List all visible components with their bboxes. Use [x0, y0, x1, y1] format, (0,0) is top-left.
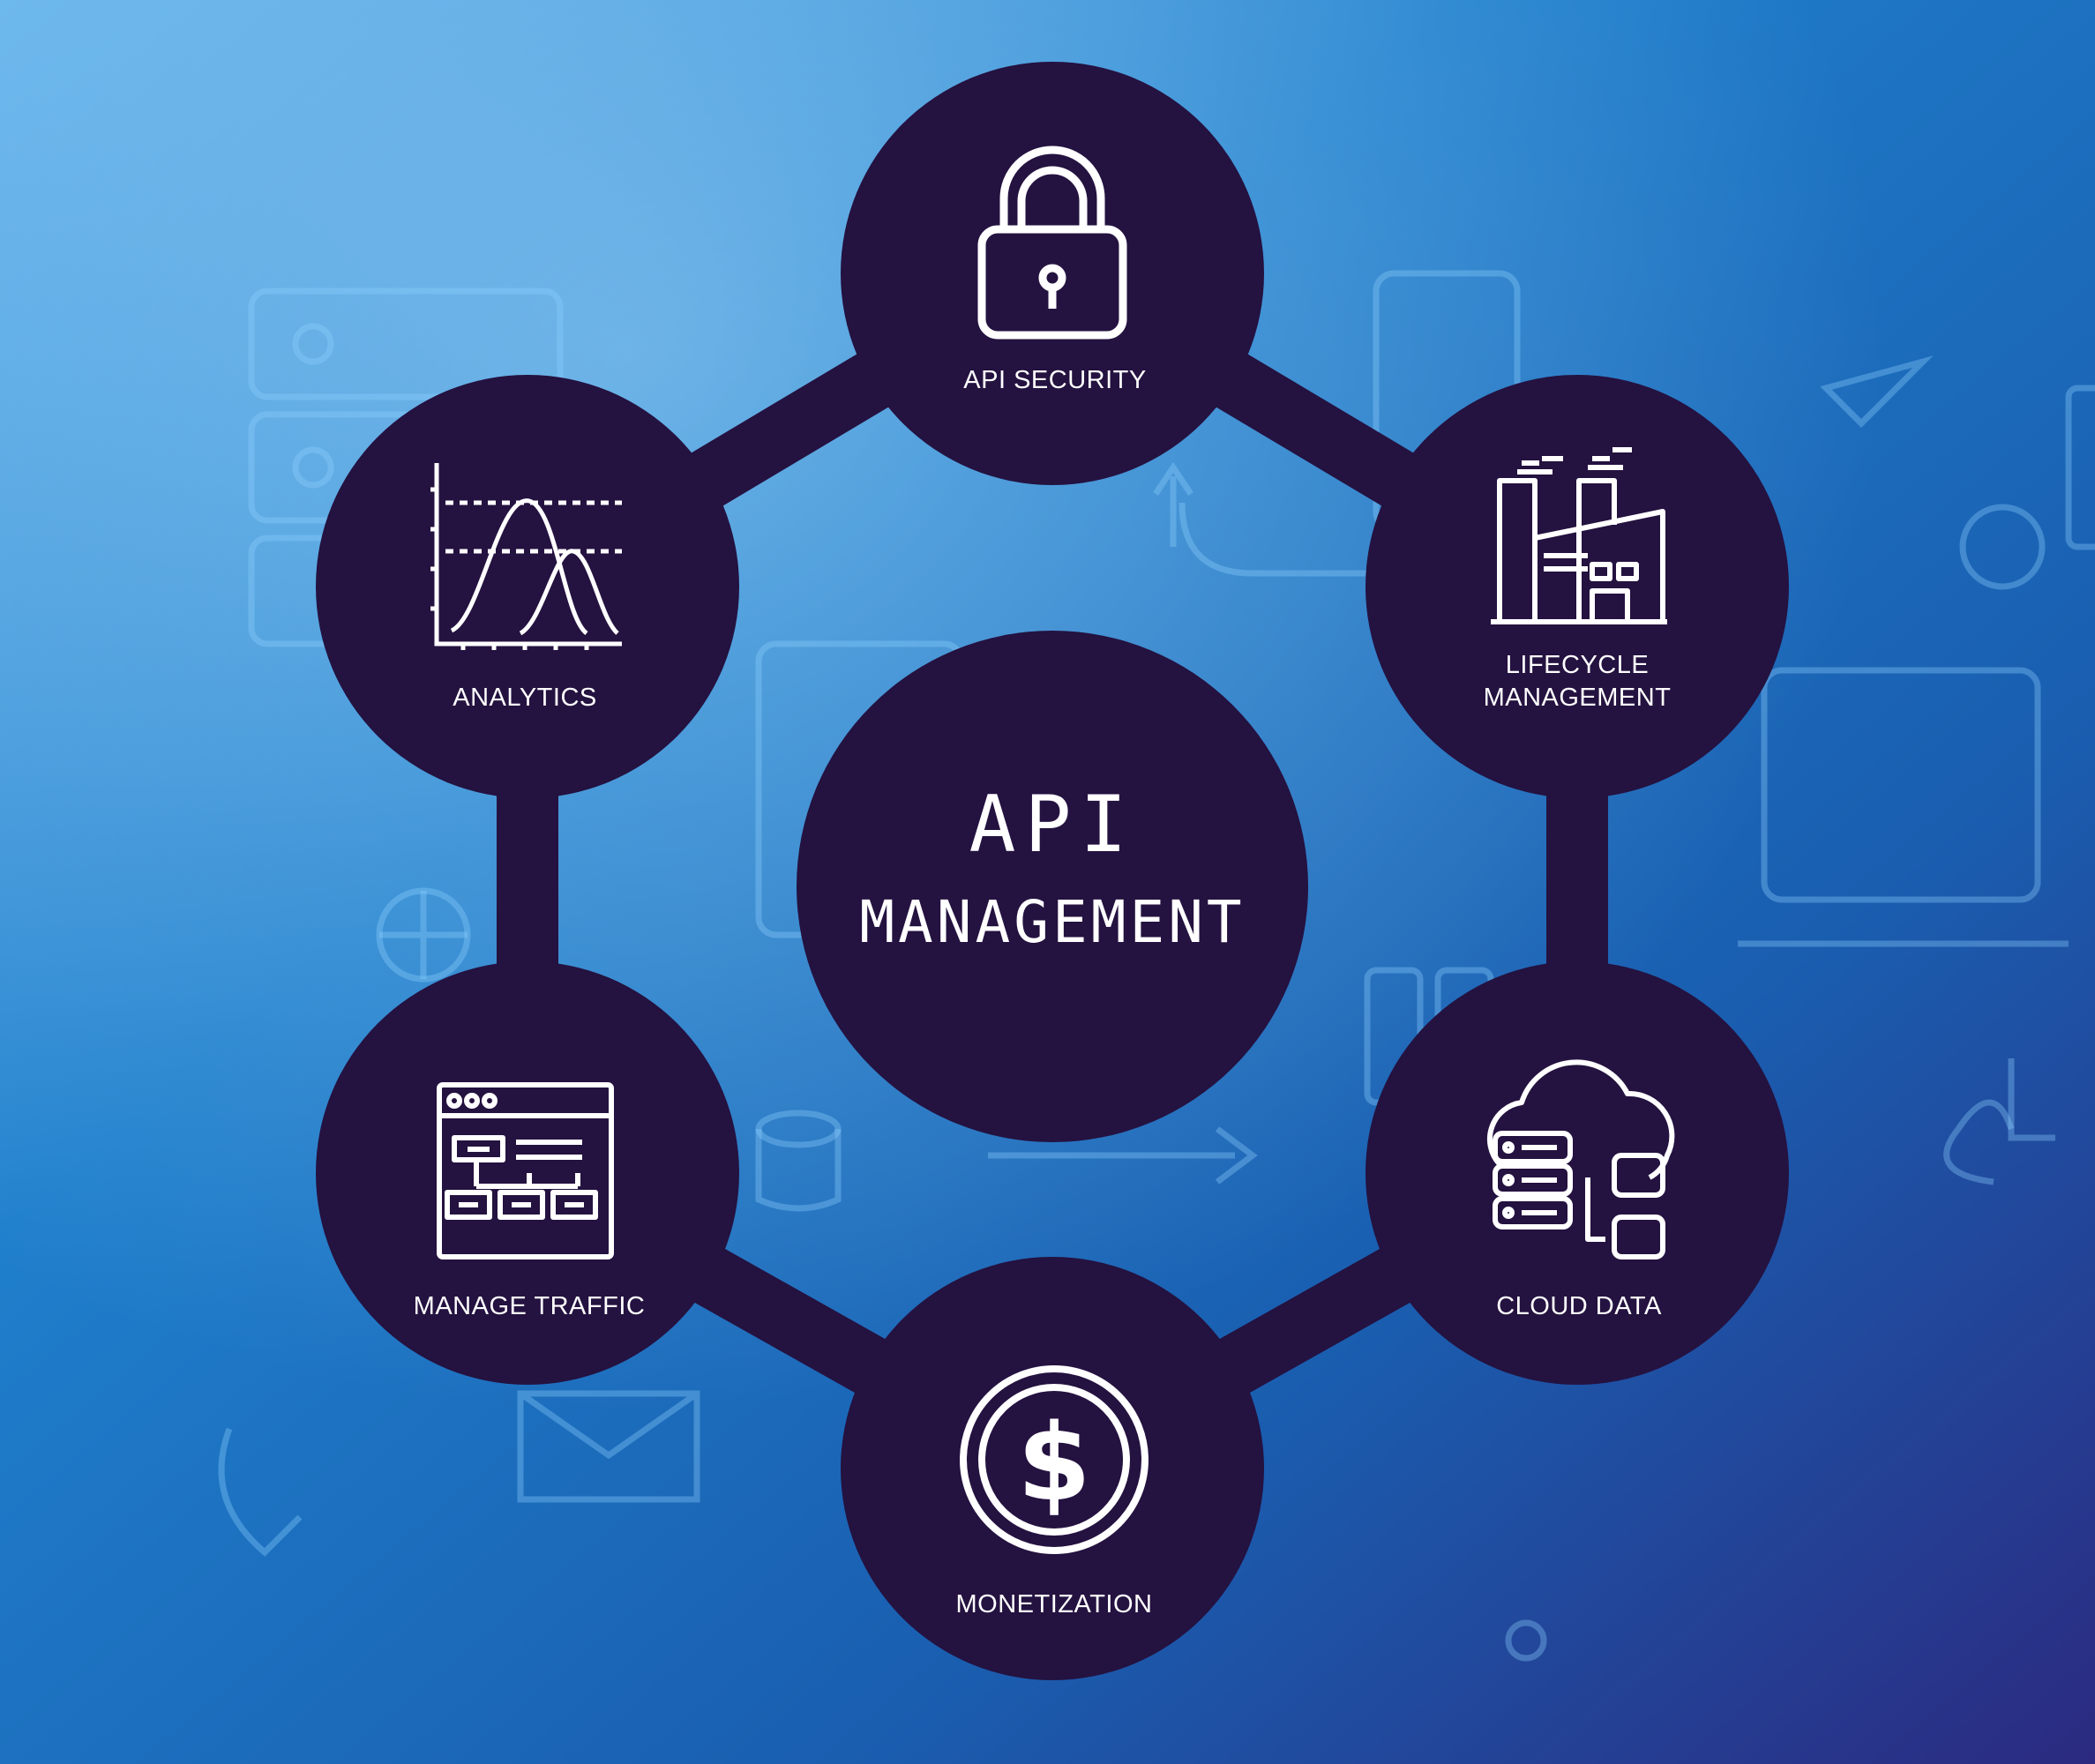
center-title-line2: MANAGEMENT: [859, 888, 1245, 956]
factory-icon: [1491, 447, 1667, 624]
node-label-cloud-data: CLOUD DATA: [1496, 1292, 1662, 1320]
browser-flow-icon: [437, 1082, 614, 1259]
node-label-manage-traffic: MANAGE TRAFFIC: [414, 1292, 646, 1320]
center-title-line1: API: [969, 779, 1136, 870]
node-label-analytics: ANALYTICS: [453, 684, 597, 712]
center-node: API MANAGEMENT: [797, 631, 1308, 1142]
distribution-chart-icon: [430, 463, 622, 650]
node-label-lifecycle-line2: MANAGEMENT: [1484, 684, 1672, 712]
node-api-security: API SECURITY: [841, 62, 1264, 485]
dollar-coin-icon: $: [960, 1365, 1149, 1554]
node-monetization: $ MONETIZATION: [841, 1257, 1264, 1680]
node-label-monetization: MONETIZATION: [956, 1590, 1153, 1618]
node-analytics: ANALYTICS: [316, 375, 739, 798]
padlock-icon: [977, 146, 1127, 340]
node-label-api-security: API SECURITY: [963, 366, 1146, 394]
svg-text:$: $: [1017, 1402, 1091, 1525]
node-manage-traffic: MANAGE TRAFFIC: [316, 961, 739, 1385]
cloud-server-icon: [1486, 1059, 1675, 1259]
node-label-lifecycle-line1: LIFECYCLE: [1506, 651, 1649, 679]
node-cloud-data: CLOUD DATA: [1365, 961, 1789, 1385]
node-lifecycle-management: LIFECYCLE MANAGEMENT: [1365, 375, 1789, 798]
